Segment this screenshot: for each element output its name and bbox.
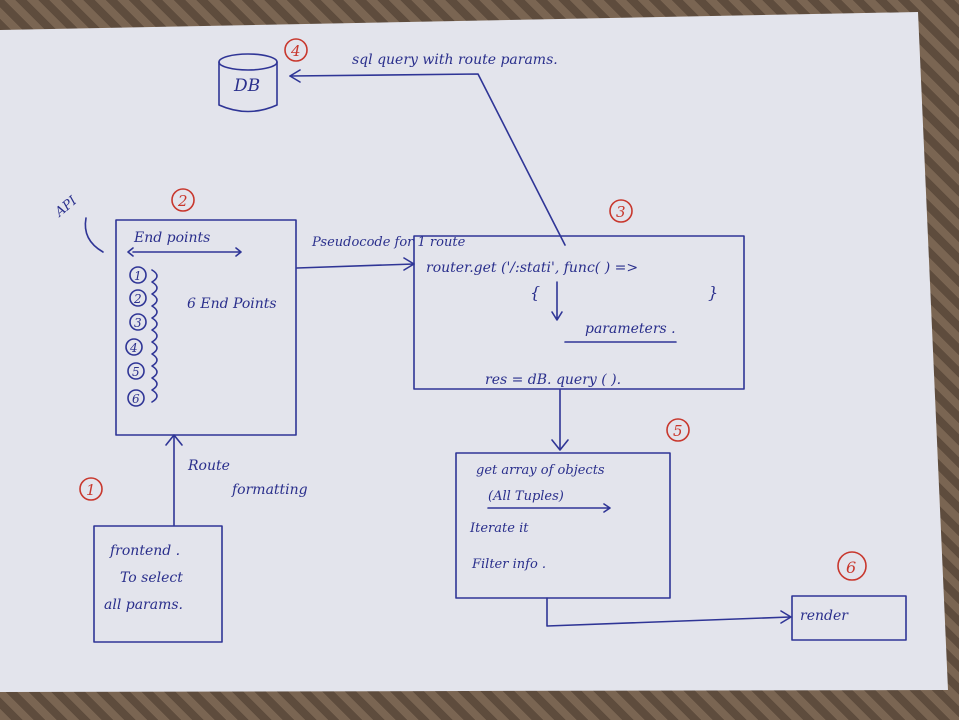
frontend-line-1: frontend .: [109, 543, 180, 559]
tuples-line-4: Filter info .: [471, 557, 546, 572]
step-6-circle: [837, 551, 867, 581]
endpoint-item: 4: [129, 341, 138, 355]
router-close-brace: }: [708, 283, 718, 302]
step-4-label: 4: [290, 42, 301, 60]
tuples-box: [455, 452, 671, 599]
step-2-label: 2: [177, 192, 188, 210]
frontend-line-2: To select: [120, 570, 183, 586]
frontend-to-endpoints-arrow: [165, 434, 183, 526]
step-1-label: 1: [86, 481, 96, 499]
endpoint-item: 2: [133, 292, 142, 306]
endpoints-box: [115, 219, 297, 436]
tuples-line-2: (All Tuples): [488, 489, 564, 504]
paper-sheet: [0, 12, 948, 692]
tuples-line-1: get array of objects: [476, 463, 605, 478]
render-label: render: [800, 608, 849, 624]
endpoint-item: 5: [132, 365, 140, 379]
sql-arrow-label: sql query with route params.: [352, 52, 558, 68]
step-3-circle: [609, 199, 633, 223]
step-4-circle: [284, 38, 308, 62]
router-down-arrow: [551, 281, 563, 321]
step-5-label: 5: [673, 422, 683, 440]
step-1-circle: [79, 477, 103, 501]
tuples-to-render-arrow: [546, 597, 792, 627]
router-query: res = dB. query ( ).: [485, 372, 621, 388]
sql-query-arrow: [289, 69, 566, 246]
endpoints-summary: 6 End Points: [187, 296, 277, 312]
frontend-line-3: all params.: [104, 597, 183, 613]
endpoints-heading: End points: [133, 230, 210, 246]
step-3-label: 3: [616, 203, 626, 221]
step-6-label: 6: [846, 558, 856, 577]
route-formatting-line-2: formatting: [231, 482, 308, 498]
api-curve-arrow: [84, 217, 104, 253]
endpoint-item: 1: [134, 269, 142, 283]
tuples-underline-arrow: [487, 503, 611, 513]
render-box: [791, 595, 907, 641]
route-formatting-line-1: Route: [187, 458, 230, 474]
db-cylinder: [218, 53, 278, 113]
step-5-circle: [666, 418, 690, 442]
endpoints-brace: [151, 269, 158, 403]
frontend-box: [93, 525, 223, 643]
pseudocode-label: Pseudocode for 1 route: [311, 235, 466, 250]
endpoint-list: 1 2 3 4 5 6: [125, 266, 147, 407]
step-2-circle: [171, 188, 195, 212]
tuples-line-3: Iterate it: [469, 521, 529, 536]
db-label: DB: [233, 76, 260, 96]
endpoint-item: 3: [134, 316, 142, 330]
router-line: router.get ('/:stati', func( ) =>: [426, 260, 638, 276]
endpoints-double-arrow: [127, 247, 242, 257]
router-to-tuples-arrow: [551, 389, 569, 451]
endpoint-item: 6: [132, 392, 140, 406]
router-open-brace: {: [530, 283, 540, 302]
router-box: [413, 235, 745, 390]
router-params: parameters .: [585, 321, 676, 337]
